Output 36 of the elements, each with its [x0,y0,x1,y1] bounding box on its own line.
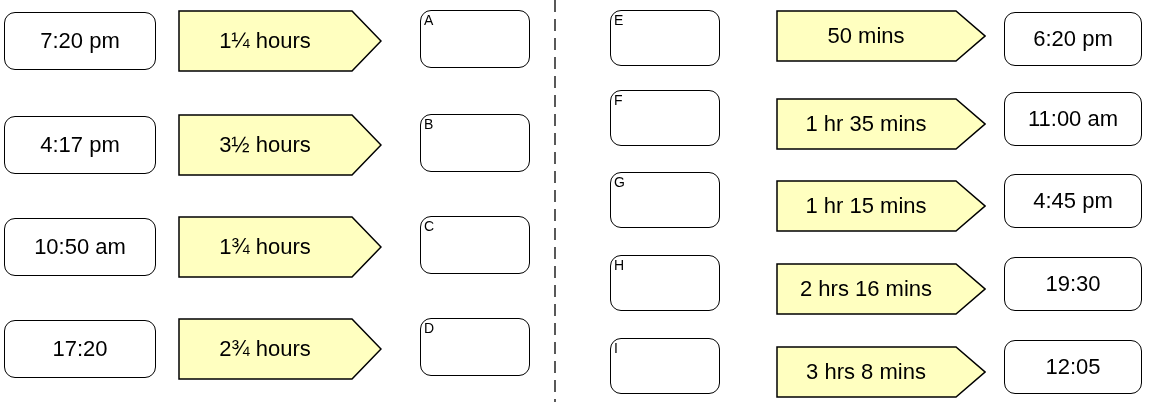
duration-text: 1¼ hours [219,28,311,54]
box-letter: B [424,116,434,132]
time-box: 4:17 pm [4,116,156,174]
duration-text: 3 hrs 8 mins [806,359,926,385]
answer-box [610,255,720,311]
answer-box [610,10,720,66]
box-letter: E [614,12,624,28]
duration-text: 1 hr 15 mins [805,193,927,219]
time-box: 12:05 [1004,340,1142,394]
duration-text: 2 hrs 16 mins [799,276,933,302]
duration-text: 3½ hours [219,132,311,158]
time-box: 17:20 [4,320,156,378]
duration-text: 1¾ hours [219,234,311,260]
box-letter: D [424,320,435,336]
time-box: 6:20 pm [1004,12,1142,66]
answer-box [610,338,720,394]
box-letter: F [614,92,623,108]
box-letter: H [614,257,625,273]
time-box: 11:00 am [1004,92,1142,146]
duration-text: 50 mins [827,23,905,49]
duration-text: 2¾ hours [219,336,311,362]
time-box: 4:45 pm [1004,174,1142,228]
answer-box [420,10,530,68]
box-letter: I [614,340,618,356]
time-box: 19:30 [1004,257,1142,311]
box-letter: A [424,12,434,28]
time-box: 7:20 pm [4,12,156,70]
duration-text: 1 hr 35 mins [805,111,927,137]
box-letter: C [424,218,435,234]
box-letter: G [614,174,625,190]
answer-box [420,114,530,172]
answer-box [610,90,720,146]
answer-box [610,172,720,228]
answer-box [420,216,530,274]
answer-box [420,318,530,376]
time-box: 10:50 am [4,218,156,276]
